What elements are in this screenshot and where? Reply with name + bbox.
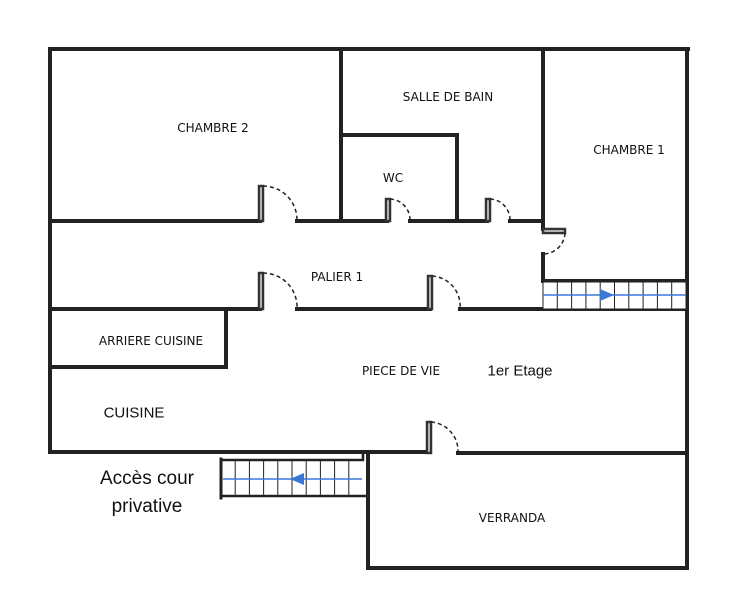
access-label: Accès cour privative	[100, 465, 194, 521]
room-label-arriere-cuisine: ARRIERE CUISINE	[98, 334, 204, 348]
stair-arrow-right-icon	[600, 289, 614, 301]
room-label-verranda: VERRANDA	[478, 511, 546, 525]
room-label-chambre-1: CHAMBRE 1	[593, 143, 665, 157]
stairs-lower	[223, 460, 362, 496]
door-palier-right	[426, 274, 461, 311]
stairs-upper	[542, 281, 687, 310]
room-label-palier: PALIER 1	[310, 270, 364, 284]
access-label-line1: Accès cour	[100, 468, 194, 489]
access-label-line2: privative	[111, 496, 183, 517]
door-verranda	[425, 420, 459, 455]
level-label: 1er Etage	[487, 362, 553, 380]
door-palier-left	[257, 271, 298, 311]
room-label-cuisine: CUISINE	[103, 404, 165, 422]
doors	[257, 184, 567, 455]
stair-arrow-left-icon	[290, 473, 304, 485]
room-label-wc: WC	[382, 171, 404, 185]
door-chambre2	[257, 184, 298, 223]
door-wc	[384, 197, 411, 223]
room-label-chambre-2: CHAMBRE 2	[177, 121, 249, 135]
door-salle-de-bain	[484, 197, 511, 223]
room-label-salle-de-bain: SALLE DE BAIN	[402, 90, 494, 104]
room-label-piece-de-vie: PIECE DE VIE	[361, 364, 441, 378]
door-chambre1	[541, 227, 567, 255]
